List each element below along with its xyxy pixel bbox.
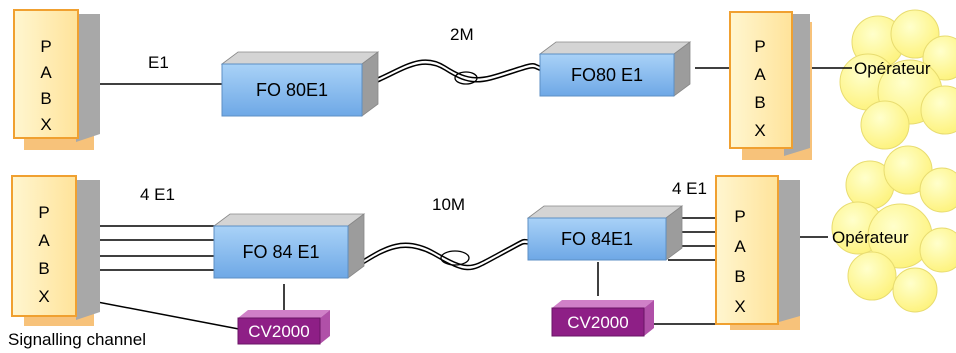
pabx-letter: P — [754, 37, 765, 56]
cv-label-right: CV2000 — [567, 313, 628, 332]
pabx-letter: A — [734, 237, 746, 256]
link-label-10m: 10M — [432, 195, 465, 214]
pabx-letter: X — [734, 297, 745, 316]
pabx-letter: X — [38, 287, 49, 306]
signalling-channel-label: Signalling channel — [8, 330, 146, 349]
e1-bundle-left — [97, 225, 220, 271]
pabx-bottom-right-letters: P A B X — [734, 207, 746, 316]
fo-label-bottom-left: FO 84 E1 — [242, 242, 319, 262]
pabx-top-left-letters: P A B X — [40, 37, 52, 134]
link-label-e1-top: E1 — [148, 53, 169, 72]
link-label-2m: 2M — [450, 25, 474, 44]
link-label-4e1-left: 4 E1 — [140, 185, 175, 204]
cv2000-left — [237, 310, 330, 345]
operator-label-bottom: Opérateur — [832, 228, 909, 247]
pabx-letter: A — [38, 231, 50, 250]
pabx-letter: P — [734, 207, 745, 226]
pabx-bottom-left-letters: P A B X — [38, 203, 50, 306]
fo-unit-bottom-right — [526, 205, 684, 261]
pabx-letter: B — [734, 267, 745, 286]
fo-label-bottom-right: FO 84E1 — [561, 229, 633, 249]
link-label-4e1-right: 4 E1 — [672, 179, 707, 198]
pabx-bottom-left — [11, 175, 100, 326]
pabx-letter: A — [40, 63, 52, 82]
pabx-top-left — [13, 9, 100, 150]
pabx-letter: X — [40, 115, 51, 134]
fo-unit-top-right — [538, 41, 692, 97]
fiber-link-top — [367, 59, 546, 87]
pabx-top-right-letters: P A B X — [754, 37, 766, 140]
fo-label-top-left: FO 80E1 — [256, 80, 328, 100]
pabx-letter: B — [754, 93, 765, 112]
pabx-letter: B — [38, 259, 49, 278]
pabx-letter: X — [754, 121, 765, 140]
pabx-letter: A — [754, 65, 766, 84]
fo-unit-bottom-left — [212, 213, 366, 279]
pabx-letter: B — [40, 89, 51, 108]
operator-label-top: Opérateur — [854, 59, 931, 78]
cv2000-right — [551, 300, 654, 337]
fo-label-top-right: FO80 E1 — [571, 65, 643, 85]
pabx-letter: P — [38, 203, 49, 222]
fiber-link-bottom — [349, 238, 531, 273]
operator-cloud-bottom — [831, 145, 956, 313]
pabx-bottom-right — [715, 175, 800, 330]
pabx-top-right — [729, 11, 812, 160]
fo-unit-top-left — [220, 51, 380, 117]
operator-cloud-top — [839, 9, 956, 150]
cv-label-left: CV2000 — [248, 322, 309, 341]
pabx-letter: P — [40, 37, 51, 56]
